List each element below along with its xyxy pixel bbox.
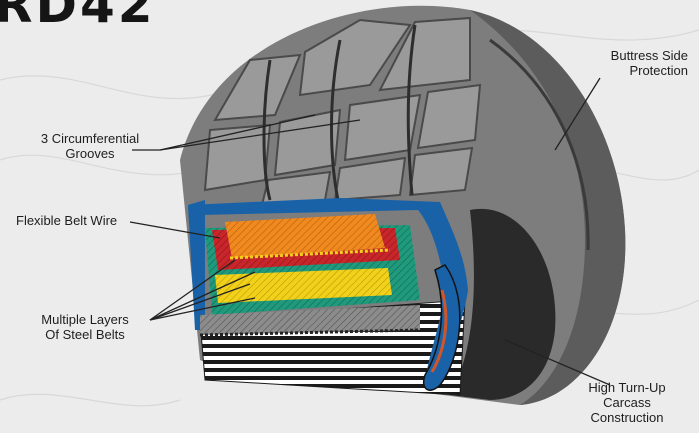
label-buttress-side-protection: Buttress Side Protection <box>560 48 688 78</box>
label-grooves: 3 Circumferential Grooves <box>24 131 156 161</box>
label-flexible-belt-wire: Flexible Belt Wire <box>16 213 176 228</box>
label-high-turn-up-carcass: High Turn-Up Carcass Construction <box>572 380 682 425</box>
label-steel-belts: Multiple Layers Of Steel Belts <box>20 312 150 342</box>
